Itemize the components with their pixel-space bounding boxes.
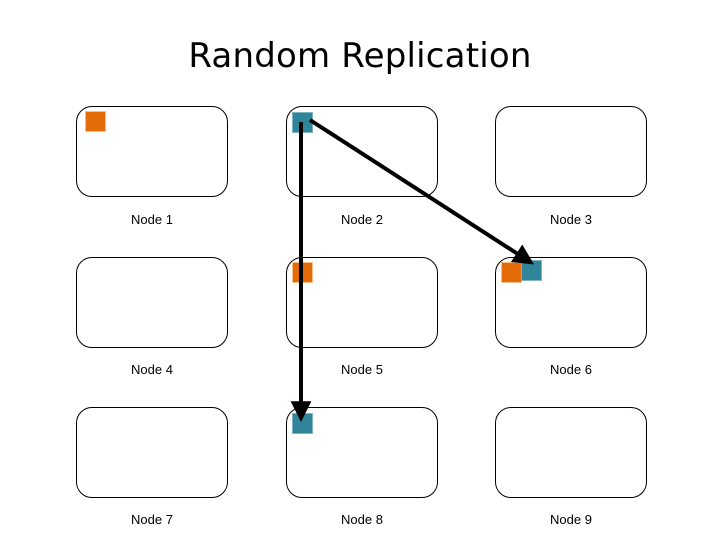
node-label-node-4: Node 4 — [131, 362, 173, 377]
node-label-node-6: Node 6 — [550, 362, 592, 377]
node-box-node-1[interactable] — [76, 106, 228, 197]
node-label-node-2: Node 2 — [341, 212, 383, 227]
node-label-node-3: Node 3 — [550, 212, 592, 227]
node-label-node-8: Node 8 — [341, 512, 383, 527]
page-title: Random Replication — [188, 36, 532, 76]
node-box-node-3[interactable] — [495, 106, 647, 197]
node-box-node-4[interactable] — [76, 257, 228, 348]
data-chunk-teal-node-2 — [292, 112, 313, 133]
data-chunk-orange-node-6 — [501, 262, 522, 283]
node-box-node-8[interactable] — [286, 407, 438, 498]
node-box-node-6[interactable] — [495, 257, 647, 348]
node-label-node-1: Node 1 — [131, 212, 173, 227]
node-box-node-7[interactable] — [76, 407, 228, 498]
data-chunk-teal-node-6 — [521, 260, 542, 281]
data-chunk-orange-node-5 — [292, 262, 313, 283]
node-label-node-5: Node 5 — [341, 362, 383, 377]
node-label-node-9: Node 9 — [550, 512, 592, 527]
node-box-node-9[interactable] — [495, 407, 647, 498]
data-chunk-teal-node-8 — [292, 413, 313, 434]
node-label-node-7: Node 7 — [131, 512, 173, 527]
data-chunk-orange-node-1 — [85, 111, 106, 132]
